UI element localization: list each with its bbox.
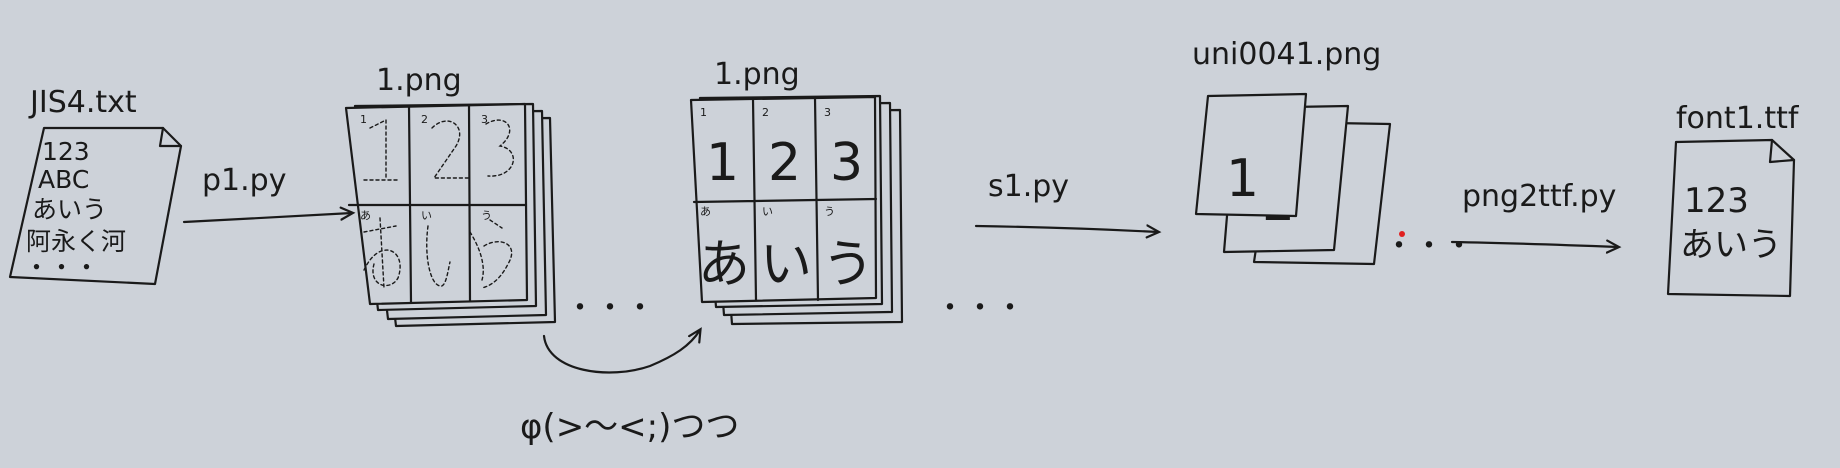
- template-sheet-name: 1.png: [376, 63, 462, 98]
- font-file-name: font1.ttf: [1676, 101, 1800, 136]
- font-file-line-2: あいう: [1680, 225, 1782, 265]
- filled-sheet-name: 1.png: [714, 57, 800, 92]
- placeholder-glyph-2: [431, 120, 469, 179]
- filled-cell-2: 2: [768, 133, 801, 193]
- input-file-line-2: ABC: [38, 165, 89, 194]
- step-2-label: s1.py: [988, 169, 1069, 204]
- template-sheet-grid: [347, 103, 528, 304]
- template-corner-number-6: う: [481, 209, 492, 222]
- input-file-ellipsis: ・・・: [24, 253, 99, 282]
- glyph-image-stack: uni0041.png 3 2 1 ・・・: [1192, 37, 1474, 266]
- input-text-file: JIS4.txt 123 ABC あいう 阿永く河 ・・・: [8, 85, 183, 286]
- handwriting-arrow: [542, 330, 700, 374]
- template-corner-number-5: い: [421, 209, 432, 222]
- red-dot-mark: [1399, 231, 1405, 237]
- handwriting-step: φ(>～<;)つつ: [520, 330, 739, 447]
- filled-corner-number-1: 1: [700, 106, 707, 119]
- filled-stack-ellipsis: ・・・: [935, 291, 1025, 326]
- filled-corner-number-6: う: [824, 205, 835, 218]
- arrow-1-line: [182, 213, 352, 224]
- step-1-label: p1.py: [202, 163, 286, 198]
- filled-corner-number-2: 2: [762, 106, 769, 119]
- step-3-label: png2ttf.py: [1462, 179, 1616, 214]
- template-corner-number-1: 1: [360, 113, 367, 126]
- filled-cell-4: あ: [698, 235, 750, 295]
- placeholder-glyph-5: [426, 225, 484, 287]
- input-file-line-1: 123: [42, 137, 90, 166]
- font-file-line-1: 123: [1684, 181, 1749, 221]
- filled-cell-3: 3: [830, 133, 863, 193]
- filled-cell-1: 1: [706, 133, 739, 193]
- template-corner-number-4: あ: [360, 209, 371, 222]
- font-file: font1.ttf 123 あいう: [1666, 101, 1800, 298]
- placeholder-glyph-3: [485, 119, 514, 177]
- arrow-step-1: p1.py: [182, 163, 352, 224]
- template-stack-ellipsis: ・・・: [565, 291, 655, 326]
- glyph-image-1: [1194, 92, 1308, 218]
- filled-corner-number-3: 3: [824, 106, 831, 119]
- arrow-step-3: png2ttf.py: [1450, 179, 1618, 247]
- font-file-fold: [1768, 138, 1796, 164]
- template-placeholder-glyphs: [363, 118, 514, 289]
- glyph-image-name: uni0041.png: [1192, 37, 1381, 72]
- arrow-2-line: [974, 226, 1158, 232]
- input-file-name: JIS4.txt: [28, 85, 137, 120]
- glyph-stack-ellipsis: ・・・: [1384, 229, 1474, 264]
- placeholder-glyph-4: [363, 217, 401, 289]
- template-corner-number-3: 3: [481, 113, 488, 126]
- glyph-image-glyph-1: 1: [1226, 149, 1259, 209]
- filled-cell-6: う: [822, 235, 874, 295]
- filled-corner-number-5: い: [762, 205, 773, 218]
- filled-sheet-stack: 1.png 1 2 3 あ い う 1 2 3 あ い う ・・・: [689, 57, 1025, 326]
- input-file-line-4: 阿永く河: [26, 227, 126, 256]
- template-corner-number-2: 2: [421, 113, 428, 126]
- filled-sheet-grid: [692, 96, 878, 302]
- filled-cell-5: い: [760, 235, 812, 295]
- placeholder-glyph-6: [481, 219, 513, 289]
- font-file-paper: [1666, 138, 1796, 298]
- input-file-fold: [158, 126, 183, 148]
- handwriting-note: φ(>～<;)つつ: [520, 407, 739, 447]
- input-file-line-3: あいう: [32, 195, 107, 224]
- template-sheet-stack: 1.png 1 2 3 あ い う ・・・: [344, 63, 655, 328]
- filled-corner-number-4: あ: [700, 205, 711, 218]
- arrow-3-line: [1450, 242, 1618, 247]
- input-file-paper: [8, 126, 183, 286]
- placeholder-glyph-1: [363, 118, 399, 181]
- arrow-step-2: s1.py: [974, 169, 1158, 232]
